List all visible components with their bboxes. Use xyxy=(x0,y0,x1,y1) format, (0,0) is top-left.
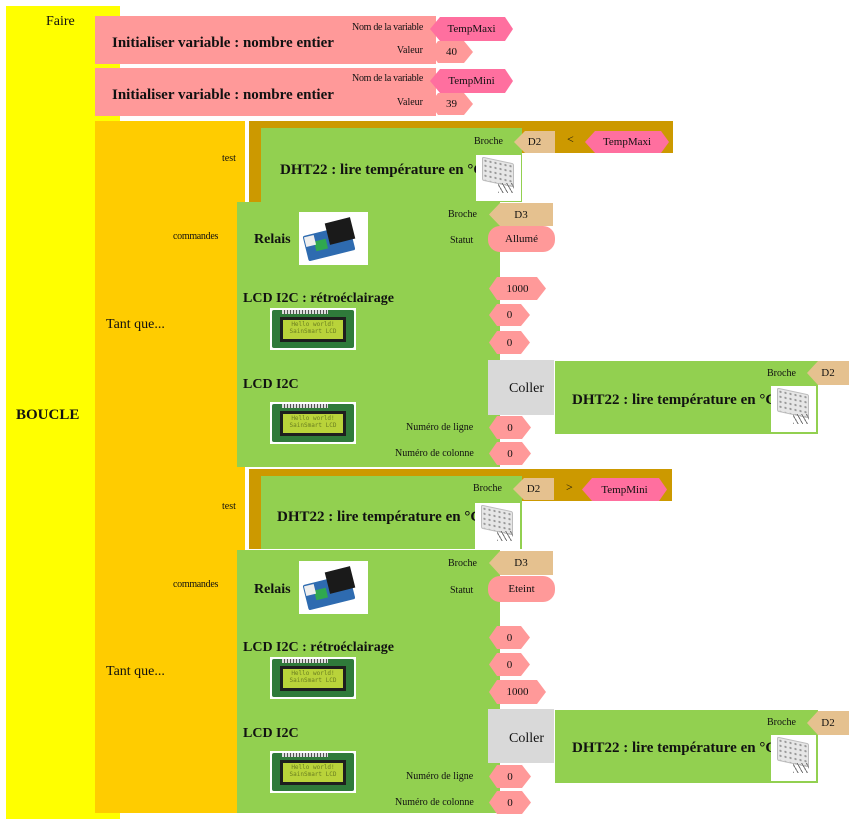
init-variable-block[interactable]: Initialiser variable : nombre entier Nom… xyxy=(95,16,436,64)
lcd-image: Hello world!SainSmart LCD xyxy=(270,657,356,699)
while-test-label: test xyxy=(222,153,236,164)
relay-title: Relais xyxy=(254,582,291,597)
pin-label: Broche xyxy=(767,368,796,379)
loop-left-bar xyxy=(6,6,93,813)
paste-block-body xyxy=(500,709,554,763)
compare-operator[interactable]: < xyxy=(567,132,574,146)
lcd-image-line1: Hello world! xyxy=(291,670,335,677)
paste-label: Coller xyxy=(509,381,544,396)
relay-status-select[interactable]: Allumé xyxy=(488,226,555,252)
row-input[interactable]: 0 xyxy=(489,765,531,788)
relay-pin-select[interactable]: D3 xyxy=(489,551,553,575)
lcd-print-title: LCD I2C xyxy=(243,377,299,392)
while-commands-label: commandes xyxy=(173,231,219,242)
row-label: Numéro de ligne xyxy=(406,771,474,782)
compare-block-left xyxy=(249,469,261,549)
compare-variable[interactable]: TempMini xyxy=(582,478,667,501)
init-variable-title: Initialiser variable : nombre entier xyxy=(112,35,334,51)
variable-value-label: Valeur xyxy=(396,97,423,108)
lcd-image: Hello world!SainSmart LCD xyxy=(270,308,356,350)
lcd-image-line2: SainSmart LCD xyxy=(289,422,337,429)
dht22-title: DHT22 : lire température en °C xyxy=(572,392,777,408)
relay-image xyxy=(299,212,368,265)
dht22-read-block[interactable]: DHT22 : lire température en °C Broche xyxy=(555,710,818,783)
compare-variable[interactable]: TempMaxi xyxy=(585,131,669,153)
backlight-value-input[interactable]: 1000 xyxy=(489,277,546,300)
variable-name-label: Nom de la variable xyxy=(352,73,423,84)
relay-image xyxy=(299,561,368,614)
column-input[interactable]: 0 xyxy=(489,791,531,814)
dht22-read-block[interactable]: DHT22 : lire température en °C Broche xyxy=(261,128,522,202)
while-test-label: test xyxy=(222,501,236,512)
backlight-value-input[interactable]: 1000 xyxy=(489,680,546,704)
dht22-title: DHT22 : lire température en °C xyxy=(277,509,482,525)
dht22-read-block[interactable]: DHT22 : lire température en °C Broche xyxy=(555,361,818,434)
lcd-image-line2: SainSmart LCD xyxy=(289,771,337,778)
lcd-image: Hello world!SainSmart LCD xyxy=(270,402,356,444)
pin-label: Broche xyxy=(474,136,503,147)
column-input[interactable]: 0 xyxy=(489,442,531,465)
backlight-value-input[interactable]: 0 xyxy=(489,304,530,326)
lcd-image: Hello world!SainSmart LCD xyxy=(270,751,356,793)
backlight-value-input[interactable]: 0 xyxy=(489,331,530,354)
backlight-value-input[interactable]: 0 xyxy=(489,653,530,676)
column-label: Numéro de colonne xyxy=(395,448,474,459)
while-label: Tant que... xyxy=(106,317,165,332)
variable-name-input[interactable]: TempMini xyxy=(430,69,513,93)
pin-label: Broche xyxy=(767,717,796,728)
status-label: Statut xyxy=(450,585,474,596)
dht22-sensor-image xyxy=(771,386,816,432)
pin-label: Broche xyxy=(448,209,477,220)
variable-value-input[interactable]: 40 xyxy=(430,41,473,63)
status-label: Statut xyxy=(450,235,474,246)
compare-block-left xyxy=(249,121,261,202)
relay-title: Relais xyxy=(254,232,291,247)
lcd-image-line2: SainSmart LCD xyxy=(289,677,337,684)
dht22-sensor-image xyxy=(771,735,816,781)
variable-value-label: Valeur xyxy=(396,45,423,56)
lcd-image-line2: SainSmart LCD xyxy=(289,328,337,335)
while-commands-label: commandes xyxy=(173,579,219,590)
pin-label: Broche xyxy=(448,558,477,569)
paste-label: Coller xyxy=(509,731,544,746)
relay-pin-select[interactable]: D3 xyxy=(489,203,553,226)
dht22-read-block[interactable]: DHT22 : lire température en °C Broche xyxy=(261,476,522,549)
relay-status-select[interactable]: Eteint xyxy=(488,576,555,602)
variable-value-input[interactable]: 39 xyxy=(430,93,473,115)
lcd-backlight-title: LCD I2C : rétroéclairage xyxy=(243,291,394,306)
lcd-image-line1: Hello world! xyxy=(291,415,335,422)
backlight-value-input[interactable]: 0 xyxy=(489,626,530,649)
pin-select[interactable]: D2 xyxy=(514,131,555,153)
dht22-sensor-image xyxy=(476,155,521,201)
column-label: Numéro de colonne xyxy=(395,797,474,808)
init-variable-block[interactable]: Initialiser variable : nombre entier Nom… xyxy=(95,68,436,116)
paste-block-body xyxy=(500,360,554,415)
lcd-image-line1: Hello world! xyxy=(291,764,335,771)
pin-select[interactable]: D2 xyxy=(513,478,554,500)
row-label: Numéro de ligne xyxy=(406,422,474,433)
loop-do-label: Faire xyxy=(46,14,75,29)
lcd-image-line1: Hello world! xyxy=(291,321,335,328)
dht22-title: DHT22 : lire température en °C xyxy=(280,162,485,178)
init-variable-title: Initialiser variable : nombre entier xyxy=(112,87,334,103)
variable-name-input[interactable]: TempMaxi xyxy=(430,17,513,41)
variable-name-label: Nom de la variable xyxy=(352,22,423,33)
pin-label: Broche xyxy=(473,483,502,494)
while-label: Tant que... xyxy=(106,664,165,679)
lcd-backlight-title: LCD I2C : rétroéclairage xyxy=(243,640,394,655)
compare-operator[interactable]: > xyxy=(566,480,573,494)
loop-label: BOUCLE xyxy=(16,407,80,423)
dht22-sensor-image xyxy=(475,503,520,549)
dht22-title: DHT22 : lire température en °C xyxy=(572,740,777,756)
row-input[interactable]: 0 xyxy=(489,416,531,439)
while-block[interactable] xyxy=(95,121,245,813)
lcd-print-title: LCD I2C xyxy=(243,726,299,741)
